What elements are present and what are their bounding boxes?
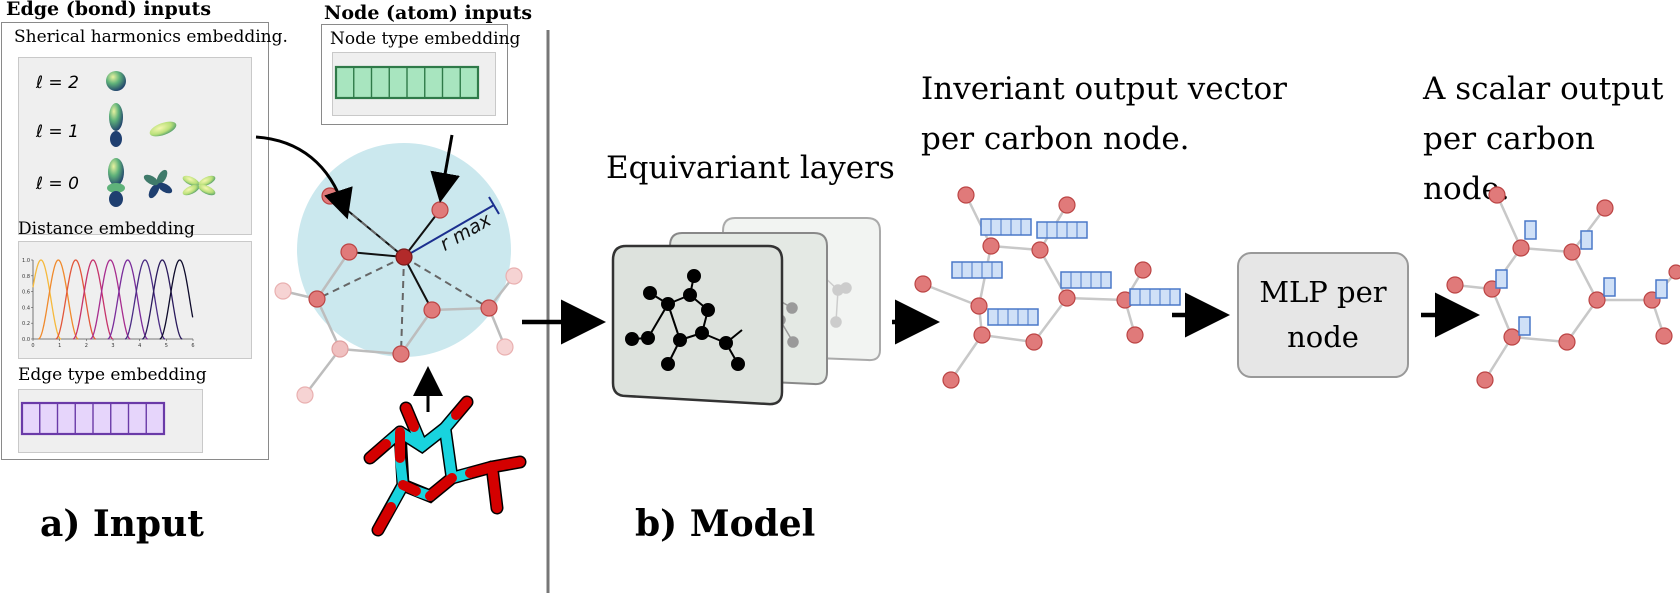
- spherical-harmonics-title: Sherical harmonics embedding.: [14, 27, 288, 47]
- y-tick-label: 0.8: [22, 274, 30, 280]
- distance-embedding-title: Distance embedding: [18, 219, 195, 239]
- x-tick-label: 6: [191, 343, 194, 349]
- basis-curve: [72, 259, 114, 340]
- node-type-embedding-title: Node type embedding: [330, 29, 521, 49]
- scalar-output-graph: [1446, 186, 1680, 389]
- glucuronic-acid-molecule: [363, 395, 527, 537]
- basis-curve: [142, 259, 183, 340]
- node-inputs-title: Node (atom) inputs: [324, 2, 533, 24]
- invariant-feature-vector: [987, 308, 1039, 326]
- dz2-harmonic-bottom: [109, 191, 123, 207]
- x-tick-label: 2: [85, 343, 88, 349]
- basis-curve: [55, 259, 96, 340]
- l0-label: ℓ = 0: [35, 174, 79, 194]
- rmax-radius-line: [403, 204, 495, 258]
- y-tick-label: 0.6: [22, 290, 30, 296]
- clover-harmonic-light: [182, 175, 216, 196]
- y-tick-label: 0.4: [22, 305, 30, 311]
- dz2-harmonic-ring: [107, 183, 125, 193]
- node-type-embedding-strip: [334, 65, 480, 100]
- basis-curve: [38, 259, 79, 340]
- basis-curve: [124, 259, 166, 340]
- l2-label: ℓ = 2: [35, 73, 79, 93]
- node-input-arrow: [430, 134, 460, 203]
- mlp-per-node-label: MLP per node: [1259, 275, 1387, 354]
- mlp-per-node-box: MLP per node: [1237, 252, 1409, 378]
- invariant-output-label: Inveriant output vector per carbon node.: [921, 71, 1287, 157]
- spherical-harmonics-shapes: ℓ = 2 ℓ = 1 ℓ = 0: [35, 71, 216, 207]
- edge-inputs-title: Edge (bond) inputs: [6, 0, 212, 20]
- invariant-feature-vector: [951, 261, 1003, 279]
- x-tick-label: 0: [31, 343, 34, 349]
- x-tick-label: 3: [111, 343, 114, 349]
- equivariant-layer-front: [611, 244, 784, 406]
- sphere-harmonic-l2: [106, 71, 126, 91]
- model-section-label: b) Model: [635, 503, 816, 545]
- y-tick-label: 1.0: [22, 258, 30, 264]
- clover-harmonic-dark: [143, 169, 173, 199]
- invariant-feature-vector: [980, 218, 1032, 236]
- y-tick-label: 0.2: [22, 321, 30, 327]
- dz2-harmonic-top: [108, 158, 124, 186]
- x-tick-label: 5: [165, 343, 168, 349]
- basis-curve: [159, 259, 194, 340]
- input-graph-dashed-edges: [316, 195, 490, 355]
- dumbbell-harmonic-horizontal: [149, 121, 177, 137]
- basis-curve: [32, 259, 62, 340]
- invariant-feature-vector: [1060, 271, 1112, 289]
- distance-embedding-plot: 0.0 0.2 0.4 0.6 0.8 1.0 0 1 2 3 4 5 6: [22, 258, 195, 349]
- basis-curve: [90, 259, 131, 340]
- basis-curve: [107, 259, 148, 340]
- dumbbell-harmonic-bottom: [110, 131, 122, 147]
- invariant-feature-vector: [1036, 221, 1088, 239]
- edge-type-embedding-title: Edge type embedding: [18, 365, 207, 385]
- edge-input-arrow: [255, 135, 353, 220]
- invariant-feature-vectors: [951, 218, 1181, 326]
- l1-label: ℓ = 1: [35, 122, 79, 142]
- equivariant-layers-label: Equivariant layers: [606, 150, 895, 186]
- spherical-harmonics-box: [18, 57, 252, 235]
- dumbbell-harmonic-top: [109, 103, 123, 131]
- x-tick-label: 4: [138, 343, 141, 349]
- edge-type-embedding-strip: [20, 401, 166, 436]
- rmax-tick: [488, 196, 500, 215]
- y-tick-label: 0.0: [22, 337, 30, 343]
- invariant-output-graph: [914, 186, 1181, 389]
- invariant-feature-vector: [1129, 288, 1181, 306]
- scalar-output-bars: [1495, 220, 1668, 336]
- x-tick-label: 1: [58, 343, 61, 349]
- input-section-label: a) Input: [40, 503, 204, 545]
